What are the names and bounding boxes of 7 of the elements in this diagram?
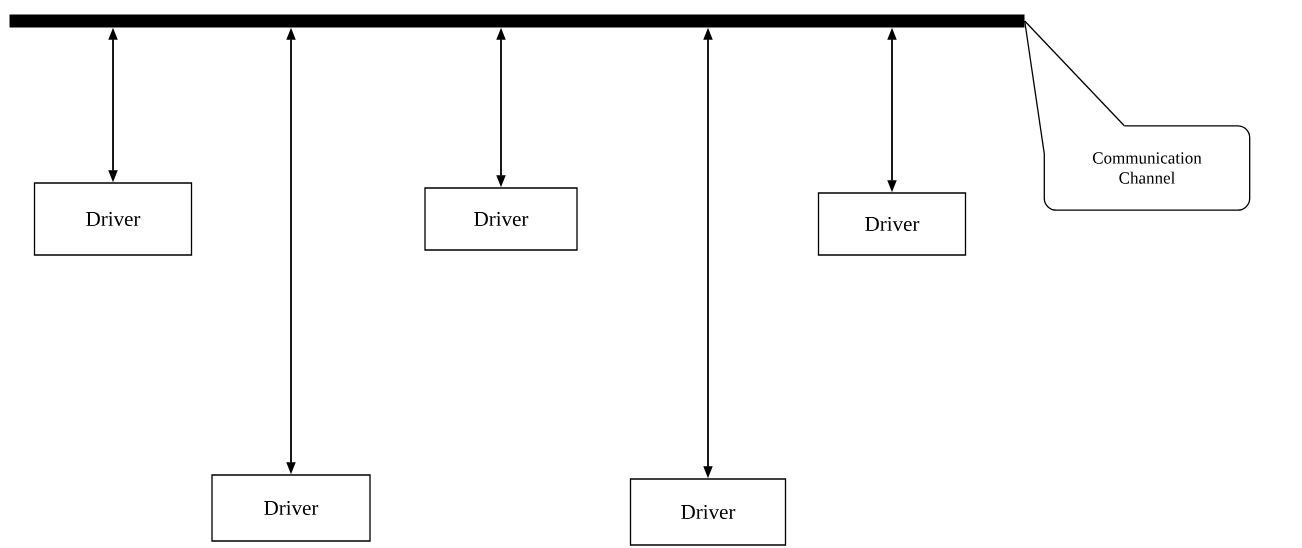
driver-box: Driver xyxy=(629,478,787,546)
driver-box: Driver xyxy=(211,474,371,542)
driver-box: Driver xyxy=(33,182,193,256)
callout-bubble: Communication Channel xyxy=(1024,20,1251,211)
driver-box: Driver xyxy=(424,187,578,251)
driver-box: Driver xyxy=(817,192,967,256)
callout-tail xyxy=(1024,20,1125,127)
